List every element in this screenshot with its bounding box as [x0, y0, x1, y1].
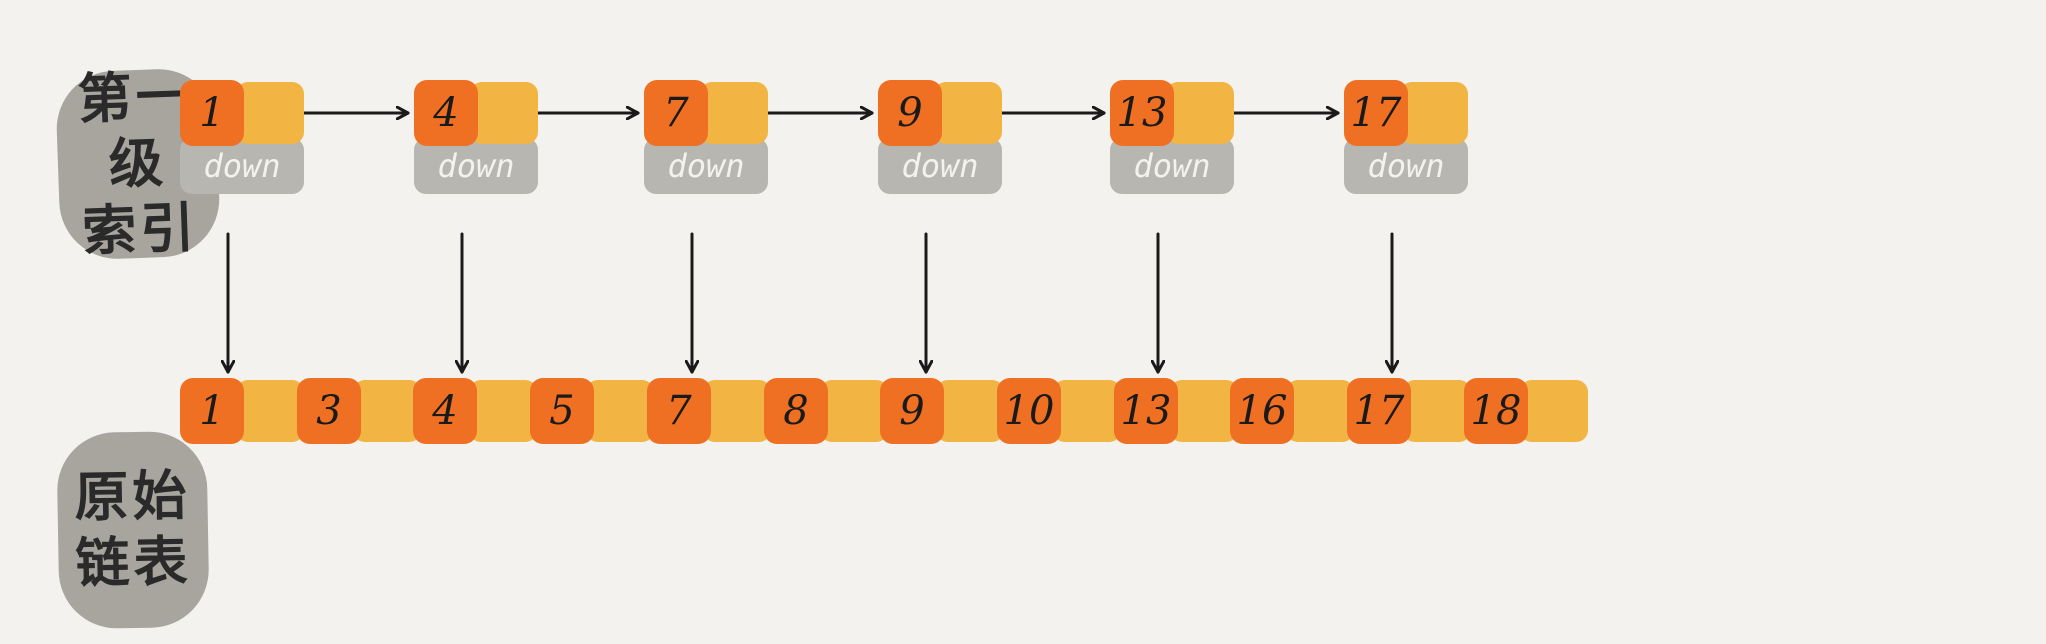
list-node-10-key: 10 — [997, 378, 1061, 444]
index-node-4: 4 — [414, 80, 538, 146]
list-node-9-key: 9 — [880, 378, 944, 444]
down-pointer-4: down — [414, 138, 538, 194]
index-node-13-next-pointer — [1166, 82, 1234, 144]
index-node-1: 1 — [180, 80, 304, 146]
list-node-18-key: 18 — [1464, 378, 1528, 444]
index-node-1-next-pointer — [236, 82, 304, 144]
list-node-1-key: 1 — [180, 378, 244, 444]
list-node-8: 8 — [764, 378, 888, 444]
index-node-13-key: 13 — [1110, 80, 1174, 146]
index-node-9: 9 — [878, 80, 1002, 146]
list-node-13-key: 13 — [1114, 378, 1178, 444]
index-node-9-next-pointer — [934, 82, 1002, 144]
list-node-7-next-pointer — [703, 380, 771, 442]
list-node-9-next-pointer — [936, 380, 1004, 442]
down-pointer-1: down — [180, 138, 304, 194]
list-node-16-key: 16 — [1230, 378, 1294, 444]
down-pointer-7: down — [644, 138, 768, 194]
down-pointer-9: down — [878, 138, 1002, 194]
list-node-5-next-pointer — [586, 380, 654, 442]
list-node-9: 9 — [880, 378, 1004, 444]
list-node-10-next-pointer — [1053, 380, 1121, 442]
index-node-4-next-pointer — [470, 82, 538, 144]
index-node-9-key: 9 — [878, 80, 942, 146]
list-node-8-key: 8 — [764, 378, 828, 444]
list-node-18-next-pointer — [1520, 380, 1588, 442]
list-node-13: 13 — [1114, 378, 1238, 444]
list-node-3-next-pointer — [353, 380, 421, 442]
index-node-13: 13 — [1110, 80, 1234, 146]
index-node-1-key: 1 — [180, 80, 244, 146]
index-node-17-next-pointer — [1400, 82, 1468, 144]
list-node-17: 17 — [1347, 378, 1471, 444]
down-pointer-17: down — [1344, 138, 1468, 194]
list-node-16: 16 — [1230, 378, 1354, 444]
list-node-4: 4 — [413, 378, 537, 444]
list-node-4-next-pointer — [469, 380, 537, 442]
index-node-7: 7 — [644, 80, 768, 146]
list-node-17-key: 17 — [1347, 378, 1411, 444]
list-node-7-key: 7 — [647, 378, 711, 444]
index-node-7-key: 7 — [644, 80, 708, 146]
list-node-7: 7 — [647, 378, 771, 444]
list-node-1-next-pointer — [236, 380, 304, 442]
list-node-1: 1 — [180, 378, 304, 444]
list-node-18: 18 — [1464, 378, 1588, 444]
list-node-3-key: 3 — [297, 378, 361, 444]
list-node-16-next-pointer — [1286, 380, 1354, 442]
list-node-4-key: 4 — [413, 378, 477, 444]
index-node-17: 17 — [1344, 80, 1468, 146]
list-node-3: 3 — [297, 378, 421, 444]
list-node-13-next-pointer — [1170, 380, 1238, 442]
index-node-4-key: 4 — [414, 80, 478, 146]
down-pointer-13: down — [1110, 138, 1234, 194]
list-node-5-key: 5 — [530, 378, 594, 444]
list-node-5: 5 — [530, 378, 654, 444]
list-node-17-next-pointer — [1403, 380, 1471, 442]
list-node-10: 10 — [997, 378, 1121, 444]
index-node-7-next-pointer — [700, 82, 768, 144]
list-node-8-next-pointer — [820, 380, 888, 442]
index-node-17-key: 17 — [1344, 80, 1408, 146]
